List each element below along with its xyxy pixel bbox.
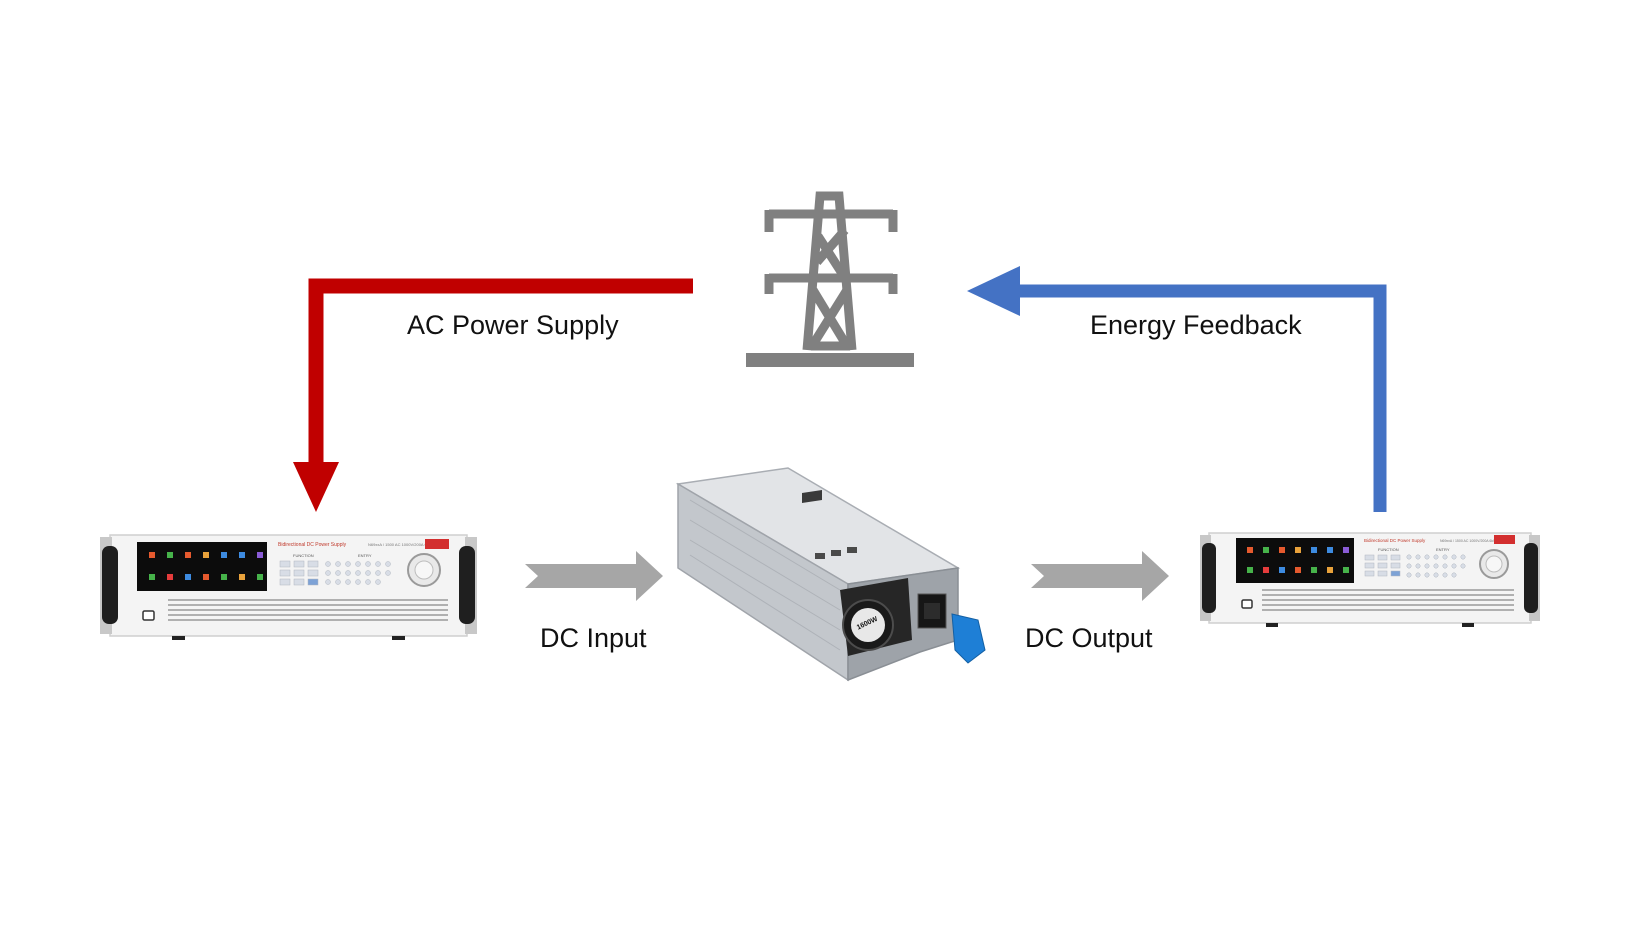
right-device-panel-model: N69xxA / 1500 AC 1000V/200A 6kW xyxy=(1440,539,1497,543)
ac-power-supply-label: AC Power Supply xyxy=(407,310,619,340)
left-device-entry-label: ENTRY xyxy=(358,553,372,558)
energy-feedback-label: Energy Feedback xyxy=(1090,310,1302,340)
left-device-panel-title: Bidirectional DC Power Supply xyxy=(278,542,347,548)
right-device-function-label: FUNCTION xyxy=(1378,547,1399,552)
right-dc-power-supply-device: Bidirectional DC Power Supply N69xxA / 1… xyxy=(1200,532,1540,627)
dc-input-arrow xyxy=(525,551,663,601)
right-device-entry-label: ENTRY xyxy=(1436,547,1450,552)
power-transmission-tower-icon xyxy=(746,191,914,367)
dc-input-label: DC Input xyxy=(540,623,647,653)
left-device-function-label: FUNCTION xyxy=(293,553,314,558)
left-device-panel-model: N69xxA / 1500 AC 1000V/200A 6kW xyxy=(368,542,433,547)
ac-power-supply-arrow xyxy=(293,278,693,512)
energy-feedback-arrow xyxy=(967,266,1387,512)
server-power-supply-unit: 1600W xyxy=(675,467,986,682)
dc-output-label: DC Output xyxy=(1025,623,1153,653)
dc-output-arrow xyxy=(1031,551,1169,601)
left-dc-power-supply-device: Bidirectional DC Power Supply N69xxA / 1… xyxy=(100,534,477,640)
right-device-panel-title: Bidirectional DC Power Supply xyxy=(1364,538,1426,543)
